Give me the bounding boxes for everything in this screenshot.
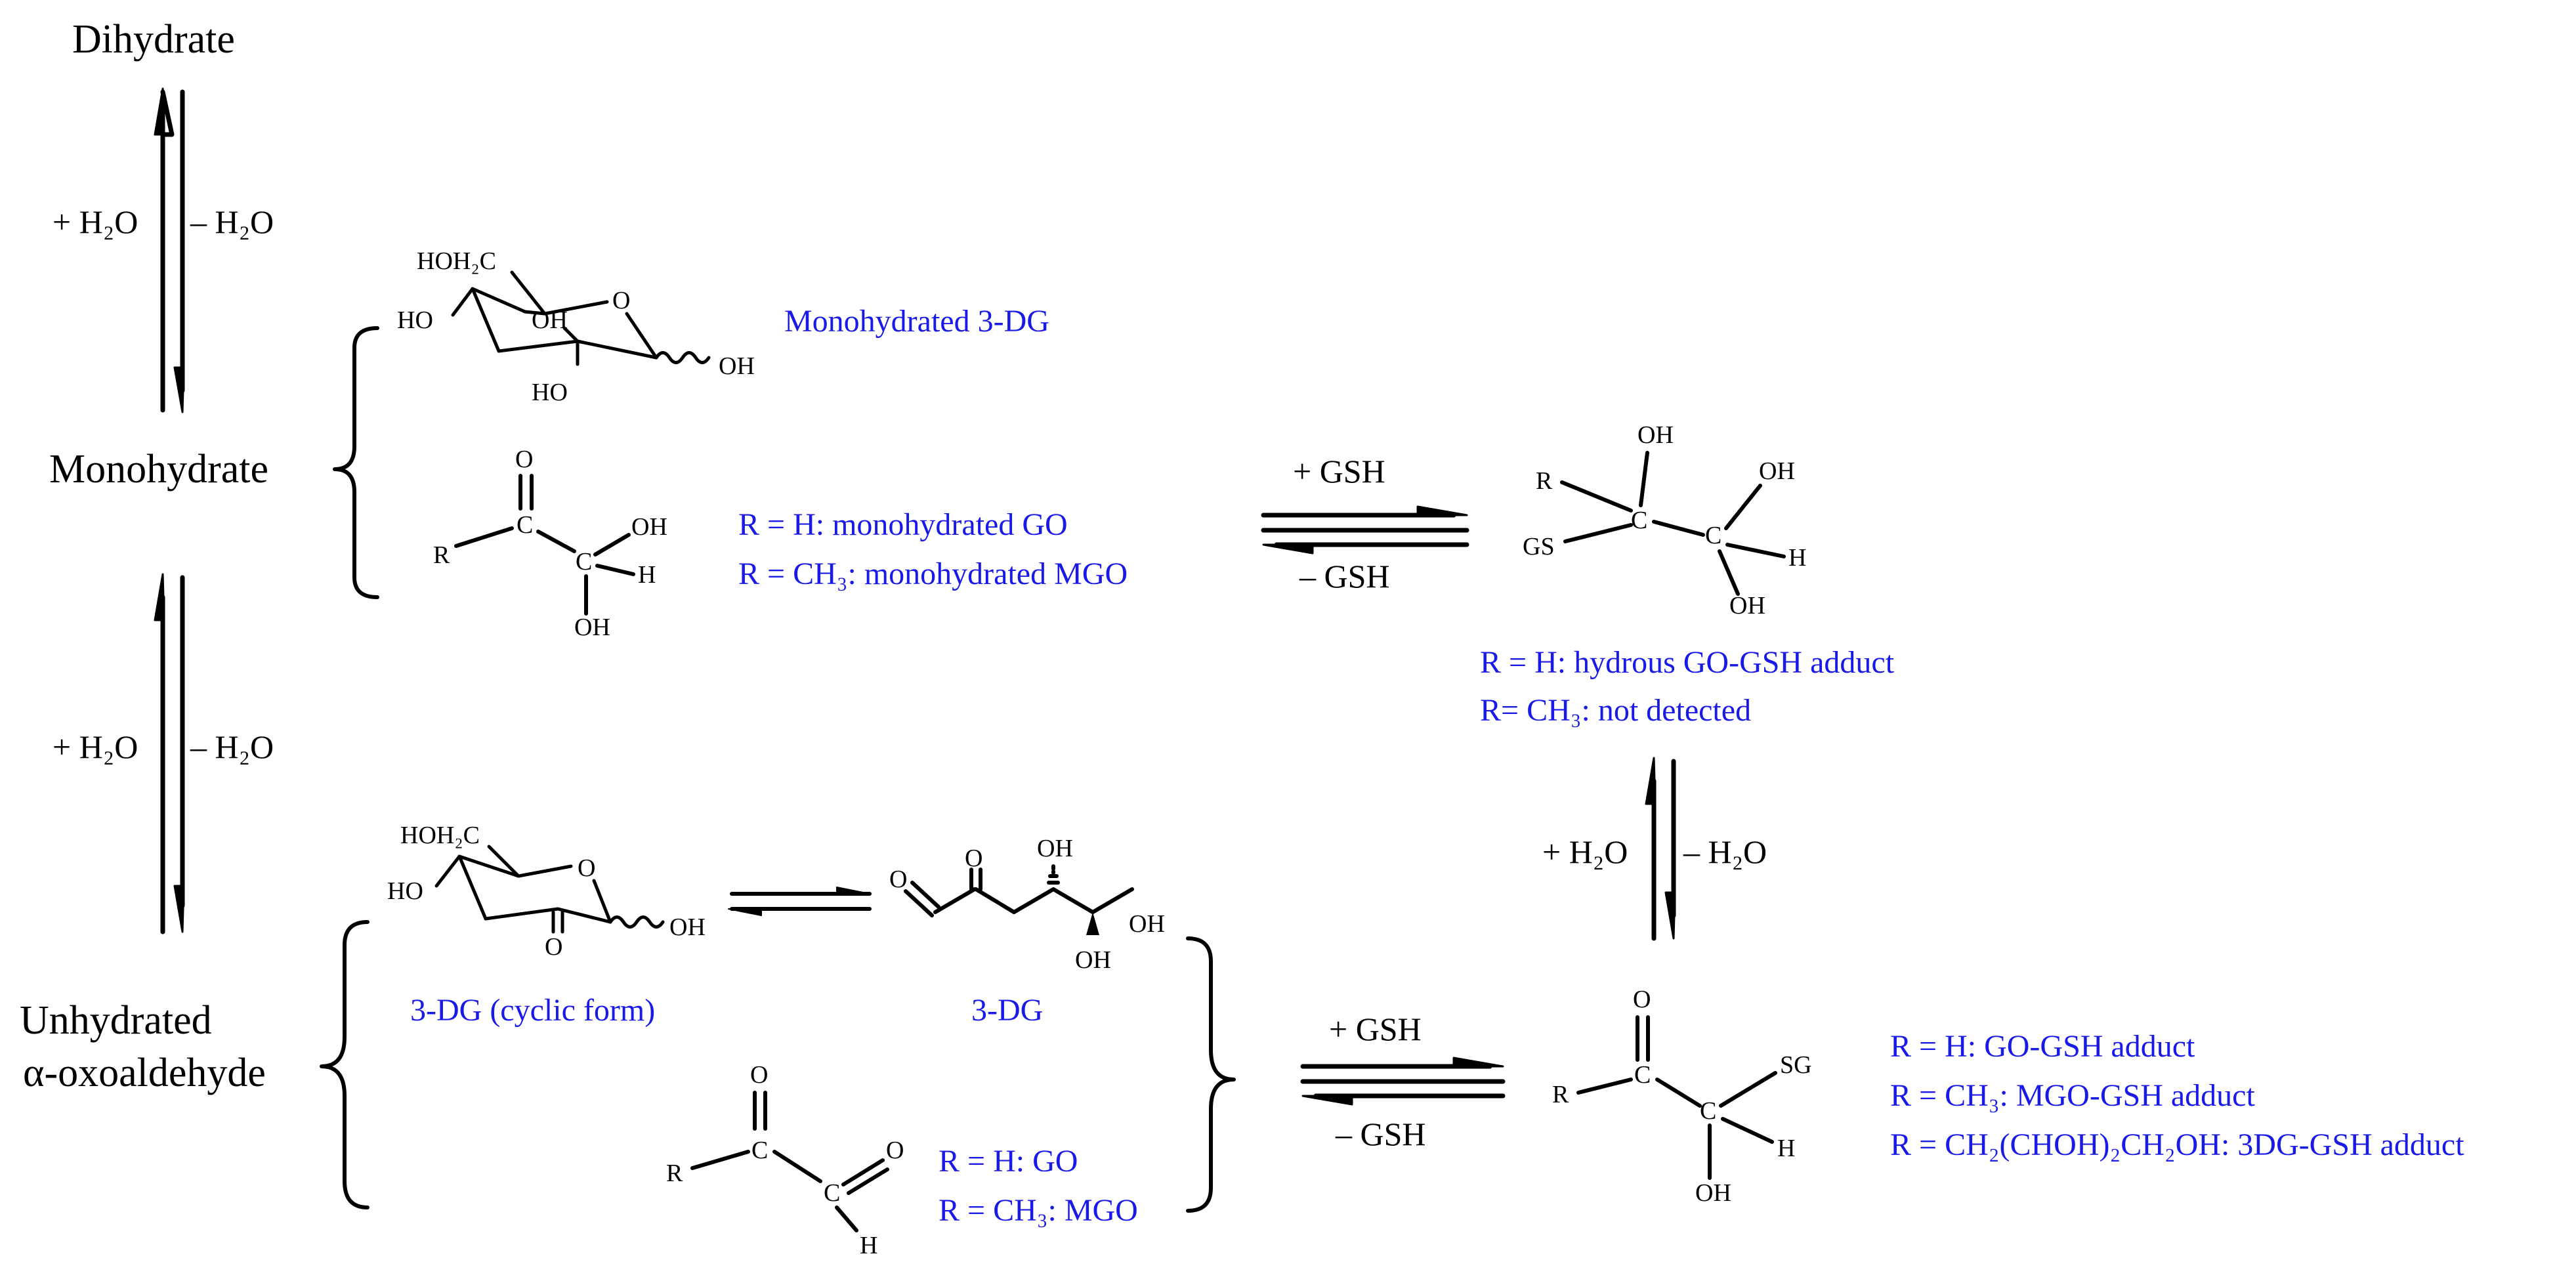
equilibrium-arrow-monohydrate-unhydrated [154, 573, 185, 934]
svg-text:H: H [1788, 544, 1806, 572]
svg-text:C: C [824, 1179, 840, 1207]
svg-text:C: C [1700, 1097, 1716, 1125]
svg-text:O: O [515, 446, 533, 473]
svg-text:HO: HO [387, 877, 423, 905]
svg-text:C: C [751, 1137, 768, 1164]
gsh-equilibrium-arrow-top [1261, 505, 1469, 555]
monohydrated-3dg-label: Monohydrated 3-DG [784, 304, 1049, 339]
add-water-label: + H₂O [53, 203, 138, 240]
svg-text:HOH₂C: HOH₂C [400, 822, 480, 849]
svg-text:O: O [750, 1061, 768, 1089]
svg-text:OH: OH [1759, 457, 1795, 485]
3dg-open-chain-structure: O O OH OH OH [889, 835, 1165, 974]
svg-text:GS: GS [1523, 533, 1555, 560]
svg-text:O: O [578, 854, 595, 882]
svg-text:OH: OH [1695, 1179, 1731, 1207]
unhydrated-brace [320, 920, 370, 1209]
svg-text:C: C [576, 548, 592, 576]
svg-text:HOH₂C: HOH₂C [417, 247, 496, 275]
svg-text:O: O [965, 845, 982, 872]
svg-text:OH: OH [719, 352, 755, 380]
remove-gsh-label: – GSH [1299, 558, 1390, 595]
svg-text:O: O [889, 866, 907, 893]
hydrous-go-gsh-adduct-structure: OH R GS C C OH H OH [1523, 421, 1806, 619]
gsh-equilibrium-arrow-bottom [1300, 1057, 1506, 1106]
svg-text:R: R [1552, 1081, 1569, 1108]
svg-text:H: H [1777, 1135, 1795, 1162]
svg-text:R: R [666, 1160, 683, 1187]
monohydrated-go-label: R = H: monohydrated GO [738, 507, 1068, 542]
add-water-label-2: + H₂O [53, 728, 138, 765]
svg-text:OH: OH [1075, 946, 1111, 974]
svg-text:OH: OH [631, 513, 667, 541]
add-water-label-3: + H₂O [1542, 833, 1628, 870]
remove-water-label-2: – H₂O [190, 728, 274, 765]
3dg-gsh-label: R = CH₂(CHOH)₂CH₂OH: 3DG-GSH adduct [1890, 1127, 2464, 1162]
equilibrium-arrow-3dg-forms [728, 887, 872, 916]
remove-water-label-3: – H₂O [1683, 833, 1767, 870]
svg-text:C: C [1631, 507, 1647, 534]
svg-text:O: O [612, 287, 630, 314]
svg-text:R: R [1536, 467, 1553, 495]
monohydrated-go-structure: O C R C OH H OH [433, 446, 667, 641]
equilibrium-arrow-adducts [1645, 757, 1676, 941]
add-gsh-label-2: + GSH [1329, 1011, 1422, 1047]
3dg-cyclic-label: 3-DG (cyclic form) [410, 993, 655, 1028]
svg-text:HO: HO [397, 306, 433, 334]
hydrous-mgo-gsh-label: R= CH₃: not detected [1480, 693, 1751, 728]
monohydrated-3dg-structure: HOH₂C HO O OH HO OH [397, 247, 755, 406]
state-label-oxoaldehyde: α-oxoaldehyde [23, 1051, 266, 1095]
state-label-unhydrated: Unhydrated [20, 998, 212, 1043]
state-label-dihydrate: Dihydrate [72, 17, 235, 62]
remove-gsh-label-2: – GSH [1335, 1116, 1426, 1152]
svg-text:OH: OH [1637, 421, 1674, 449]
add-gsh-label: + GSH [1293, 453, 1385, 490]
3dg-label: 3-DG [971, 993, 1043, 1028]
svg-text:O: O [886, 1137, 904, 1164]
go-gsh-adduct-structure: O C R C SG H OH [1552, 986, 1812, 1207]
svg-text:SG: SG [1780, 1051, 1812, 1079]
svg-text:HO: HO [532, 379, 568, 406]
svg-text:OH: OH [574, 614, 610, 641]
equilibrium-arrow-dihydrate-monohydrate [154, 87, 185, 413]
go-label: R = H: GO [939, 1144, 1078, 1179]
unhydrated-right-brace [1186, 936, 1236, 1213]
monohydrated-mgo-label: R = CH₃: monohydrated MGO [738, 556, 1128, 591]
mgo-gsh-label: R = CH₃: MGO-GSH adduct [1890, 1078, 2255, 1113]
mgo-label: R = CH₃: MGO [939, 1193, 1138, 1228]
svg-text:O: O [545, 933, 562, 961]
go-gsh-label: R = H: GO-GSH adduct [1890, 1029, 2195, 1064]
svg-text:C: C [1705, 522, 1721, 549]
svg-text:H: H [638, 561, 656, 589]
monohydrate-brace [333, 326, 379, 599]
svg-text:OH: OH [1729, 592, 1765, 619]
svg-text:O: O [1633, 986, 1651, 1013]
svg-text:H: H [860, 1232, 877, 1259]
hydrous-go-gsh-label: R = H: hydrous GO-GSH adduct [1480, 645, 1895, 680]
svg-text:OH: OH [1037, 835, 1073, 862]
3dg-cyclic-structure: HOH₂C HO O O OH [387, 822, 706, 961]
svg-text:C: C [1634, 1061, 1651, 1089]
svg-text:C: C [517, 511, 533, 539]
state-label-monohydrate: Monohydrate [49, 447, 268, 492]
svg-text:OH: OH [1129, 910, 1165, 938]
svg-text:OH: OH [669, 913, 706, 941]
go-structure: O C R C O H [666, 1061, 904, 1259]
svg-text:R: R [433, 541, 450, 569]
remove-water-label: – H₂O [190, 203, 274, 240]
